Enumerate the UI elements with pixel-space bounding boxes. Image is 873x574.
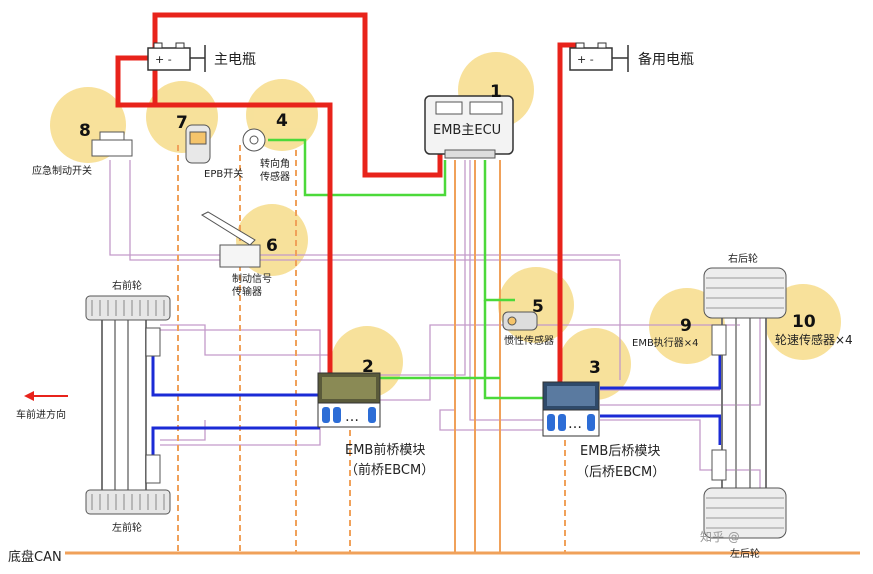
right-rear-wheel-label: 右后轮 bbox=[728, 252, 758, 265]
steering-sensor-label-1: 转向角 bbox=[260, 157, 290, 170]
lilac-wiring bbox=[109, 160, 761, 500]
front-ebcm: … EMB前桥模块 （前桥EBCM） bbox=[317, 372, 434, 478]
main-battery-label: 主电瓶 bbox=[214, 52, 256, 68]
main-battery: + - 主电瓶 bbox=[147, 42, 256, 72]
rear-ebcm: … EMB后桥模块 （后桥EBCM） bbox=[542, 381, 665, 480]
right-front-wheel-label: 右前轮 bbox=[112, 279, 142, 292]
rear-module-label-1: EMB后桥模块 bbox=[580, 444, 660, 459]
backup-battery: + - 备用电瓶 bbox=[569, 42, 694, 72]
emb-main-ecu: EMB主ECU bbox=[424, 95, 514, 159]
chassis-can-label: 底盘CAN bbox=[8, 549, 62, 565]
marker-7: 7 bbox=[176, 113, 188, 133]
rear-ebcm-ellipsis: … bbox=[568, 416, 582, 432]
vehicle-direction-label: 车前进方向 bbox=[16, 408, 66, 421]
brake-signal-label-2: 传输器 bbox=[232, 285, 262, 298]
rear-module-label-2: （后桥EBCM） bbox=[576, 465, 665, 480]
rear-axle: 右后轮 左后轮 bbox=[703, 252, 787, 560]
left-rear-wheel-label: 左后轮 bbox=[730, 547, 760, 560]
marker-4: 4 bbox=[276, 111, 288, 131]
direction-arrow: 车前进方向 bbox=[16, 391, 68, 421]
marker-1: 1 bbox=[490, 82, 502, 102]
ecu-can-lines bbox=[454, 160, 501, 553]
watermark: 知乎 @ bbox=[700, 530, 740, 544]
ecu-label: EMB主ECU bbox=[433, 123, 501, 138]
brake-signal-transmitter: 制动信号 传输器 bbox=[200, 211, 272, 298]
front-module-label-1: EMB前桥模块 bbox=[345, 442, 425, 458]
front-ebcm-ellipsis: … bbox=[345, 409, 359, 425]
backup-battery-terminals: + - bbox=[577, 53, 594, 66]
green-signal-lines bbox=[268, 138, 545, 400]
epb-switch-label: EPB开关 bbox=[204, 167, 243, 180]
inertia-sensor-label: 惯性传感器 bbox=[504, 334, 554, 347]
emb-actuator-label: EMB执行器×4 bbox=[632, 336, 699, 349]
inertia-sensor: 惯性传感器 bbox=[502, 311, 554, 347]
marker-9: 9 bbox=[680, 316, 692, 336]
brake-signal-label-1: 制动信号 bbox=[232, 272, 272, 285]
steering-sensor-label-2: 传感器 bbox=[260, 170, 290, 183]
backup-battery-label: 备用电瓶 bbox=[638, 51, 694, 68]
front-module-label-2: （前桥EBCM） bbox=[345, 462, 434, 478]
marker-6: 6 bbox=[266, 236, 278, 256]
marker-10: 10 bbox=[792, 312, 816, 332]
wheel-speed-sensor-label: 轮速传感器×4 bbox=[775, 332, 853, 347]
marker-5: 5 bbox=[532, 297, 544, 317]
steering-angle-sensor: 转向角 传感器 bbox=[242, 128, 290, 183]
can-branches bbox=[177, 145, 566, 553]
epb-switch: EPB开关 bbox=[185, 124, 243, 180]
main-battery-terminals: + - bbox=[155, 53, 172, 66]
emergency-switch-label: 应急制动开关 bbox=[32, 164, 92, 177]
marker-2: 2 bbox=[362, 357, 374, 377]
marker-3: 3 bbox=[589, 358, 601, 378]
emergency-brake-switch: 应急制动开关 bbox=[32, 131, 133, 177]
highlight-4 bbox=[246, 79, 318, 151]
front-axle: 右前轮 左前轮 bbox=[85, 279, 171, 534]
red-power-lines bbox=[115, 12, 578, 385]
left-front-wheel-label: 左前轮 bbox=[112, 521, 142, 534]
marker-8: 8 bbox=[79, 121, 91, 141]
